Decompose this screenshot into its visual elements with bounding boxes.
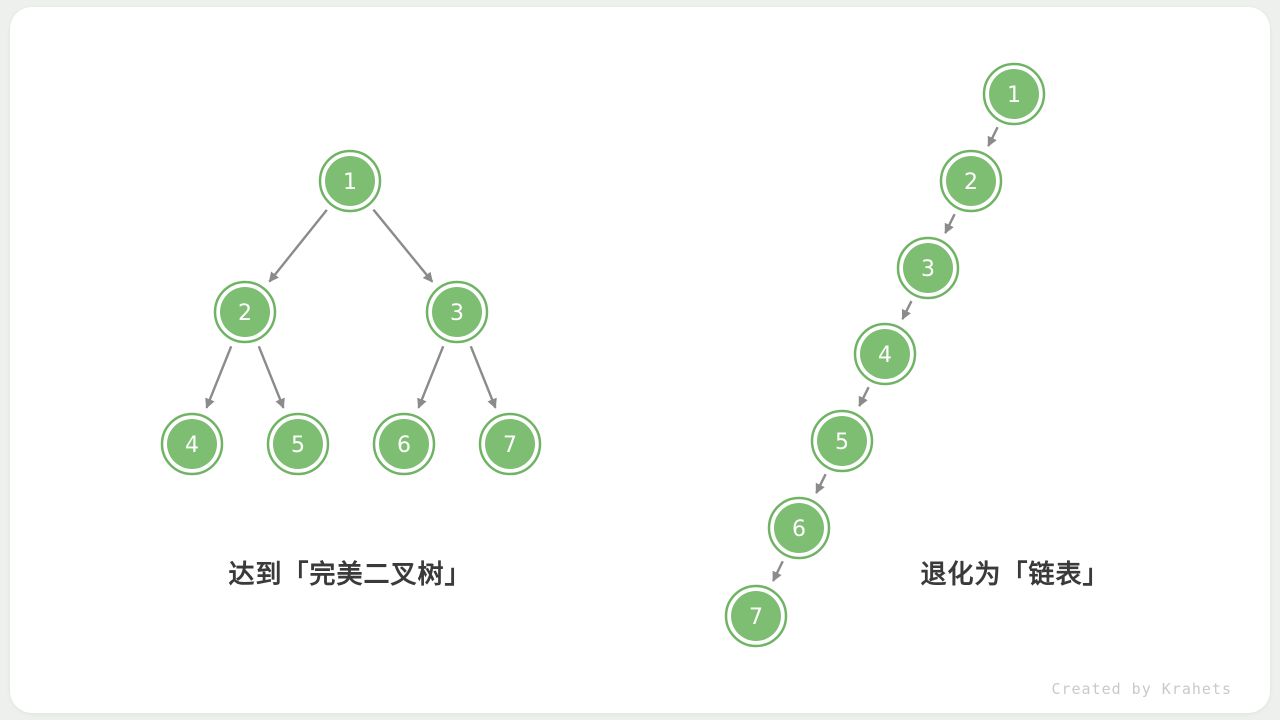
node-label: 4 xyxy=(185,433,199,458)
node-label: 3 xyxy=(450,301,464,326)
node-label: 2 xyxy=(238,301,252,326)
diagram-card xyxy=(10,7,1270,713)
node-outer-ring xyxy=(425,280,489,344)
node-label: 6 xyxy=(792,517,806,542)
tree-node-2: 2 xyxy=(939,149,1003,213)
tree-node-3: 3 xyxy=(896,236,960,300)
node-outer-ring xyxy=(939,149,1003,213)
node-circle xyxy=(946,156,996,206)
node-label: 7 xyxy=(503,433,517,458)
caption-perfect-binary-tree: 达到「完美二叉树」 xyxy=(228,560,472,590)
node-label: 3 xyxy=(921,257,935,282)
perfect-binary-tree: 1 2 3 4 5 6 7 xyxy=(160,149,542,476)
node-outer-ring xyxy=(767,496,831,560)
edge-arrow-2-4 xyxy=(205,345,233,409)
node-label: 1 xyxy=(343,170,357,195)
edge-arrow-2-5 xyxy=(257,345,285,409)
node-outer-ring xyxy=(213,280,277,344)
edge-arrow-3-7 xyxy=(469,345,497,409)
node-circle xyxy=(485,419,535,469)
node-circle xyxy=(817,416,867,466)
watermark-credit: Created by Krahets xyxy=(1051,680,1232,698)
node-circle xyxy=(325,156,375,206)
tree-node-5: 5 xyxy=(810,409,874,473)
tree-node-4: 4 xyxy=(160,412,224,476)
node-label: 4 xyxy=(878,343,892,368)
node-outer-ring xyxy=(478,412,542,476)
node-circle xyxy=(860,329,910,379)
node-label: 1 xyxy=(1007,83,1021,108)
node-outer-ring xyxy=(318,149,382,213)
node-circle xyxy=(273,419,323,469)
degenerate-linked-list: 1 2 3 4 5 6 7 xyxy=(724,62,1046,648)
tree-node-7: 7 xyxy=(724,584,788,648)
edge-arrow-1-2 xyxy=(268,209,328,283)
node-circle xyxy=(379,419,429,469)
edge-arrow-3-6 xyxy=(417,345,445,409)
node-label: 5 xyxy=(835,430,849,455)
edge-arrow-1-2 xyxy=(987,126,999,147)
node-circle xyxy=(432,287,482,337)
tree-node-6: 6 xyxy=(372,412,436,476)
edge-arrow-3-4 xyxy=(901,300,913,321)
tree-node-6: 6 xyxy=(767,496,831,560)
tree-node-1: 1 xyxy=(982,62,1046,126)
node-outer-ring xyxy=(266,412,330,476)
node-circle xyxy=(167,419,217,469)
node-label: 7 xyxy=(749,605,763,630)
node-circle xyxy=(989,69,1039,119)
tree-node-4: 4 xyxy=(853,322,917,386)
tree-node-2: 2 xyxy=(213,280,277,344)
edge-arrow-4-5 xyxy=(858,386,870,407)
node-label: 6 xyxy=(397,433,411,458)
tree-node-5: 5 xyxy=(266,412,330,476)
node-circle xyxy=(903,243,953,293)
node-outer-ring xyxy=(810,409,874,473)
edge-arrow-5-6 xyxy=(815,473,827,494)
node-circle xyxy=(774,503,824,553)
node-outer-ring xyxy=(372,412,436,476)
edge-arrow-6-7 xyxy=(772,560,784,582)
caption-degenerate-linked-list: 退化为「链表」 xyxy=(920,560,1110,590)
node-outer-ring xyxy=(853,322,917,386)
node-outer-ring xyxy=(160,412,224,476)
tree-node-7: 7 xyxy=(478,412,542,476)
node-outer-ring xyxy=(896,236,960,300)
node-circle xyxy=(731,591,781,641)
edge-arrow-2-3 xyxy=(944,213,956,234)
node-label: 2 xyxy=(964,170,978,195)
node-outer-ring xyxy=(724,584,788,648)
tree-node-3: 3 xyxy=(425,280,489,344)
node-circle xyxy=(220,287,270,337)
node-label: 5 xyxy=(291,433,305,458)
edge-arrow-1-3 xyxy=(372,208,434,283)
tree-node-1: 1 xyxy=(318,149,382,213)
node-outer-ring xyxy=(982,62,1046,126)
